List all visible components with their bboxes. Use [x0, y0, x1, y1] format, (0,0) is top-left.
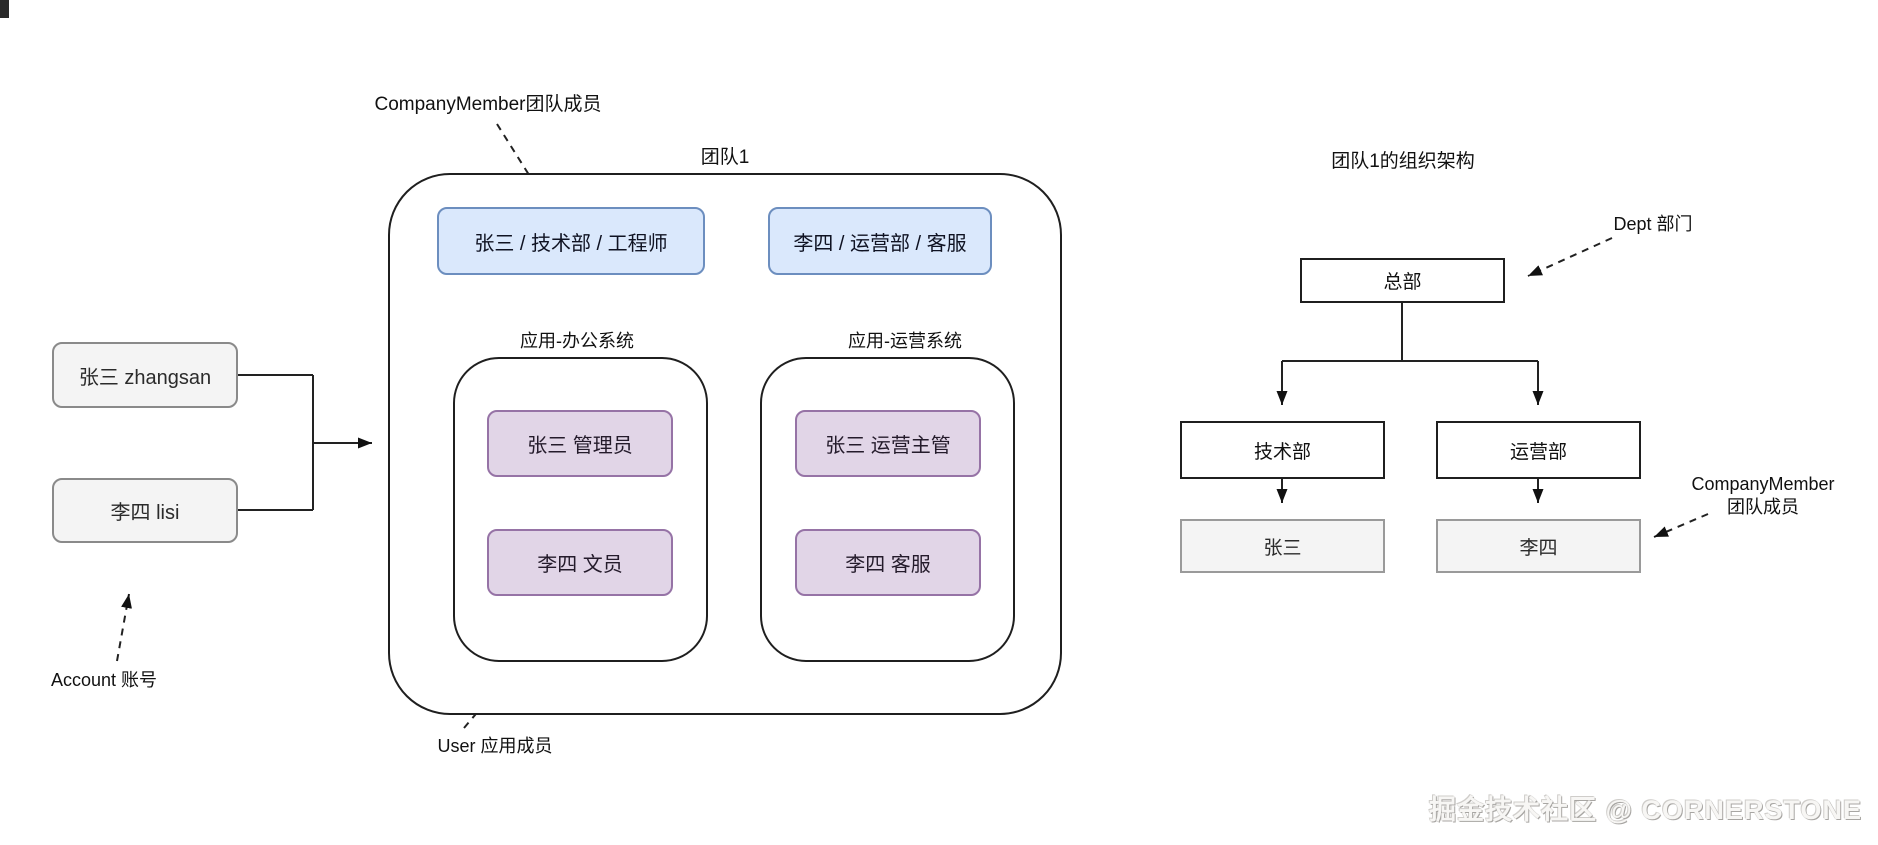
corner-artifact: [0, 0, 9, 18]
org-chart-title: 团队1的组织架构: [1331, 151, 1475, 172]
dept-pointer-arrow: [1527, 237, 1613, 277]
app-ops-container: [760, 357, 1015, 662]
user-pointer-label: User 应用成员: [437, 736, 553, 756]
watermark: 掘金技术社区 @ CORNERSTONE: [1429, 795, 1862, 825]
account-box-zhangsan: 张三 zhangsan: [52, 342, 238, 408]
app-office-user-zhangsan: 张三 管理员: [487, 410, 673, 477]
app-ops-user-zhangsan: 张三 运营主管: [795, 410, 981, 477]
org-box-member-zhangsan: 张三: [1180, 519, 1385, 573]
account-pointer-label: Account 账号: [50, 670, 158, 690]
app-ops-user-lisi: 李四 客服: [795, 529, 981, 596]
dept-pointer-label: Dept 部门: [1613, 214, 1693, 234]
company-member-pointer-label: CompanyMember团队成员: [374, 94, 602, 115]
team-member-chip-zhangsan: 张三 / 技术部 / 工程师: [437, 207, 705, 275]
app-ops-title: 应用-运营系统: [848, 331, 962, 351]
account-elbow-connector: [238, 374, 372, 511]
app-office-user-lisi: 李四 文员: [487, 529, 673, 596]
account-pointer-arrow: [116, 593, 132, 662]
team-member-chip-lisi: 李四 / 运营部 / 客服: [768, 207, 992, 275]
org-box-member-lisi: 李四: [1436, 519, 1641, 573]
org-box-ops-dept: 运营部: [1436, 421, 1641, 479]
app-office-title: 应用-办公系统: [520, 331, 634, 351]
app-office-container: [453, 357, 708, 662]
account-box-lisi: 李四 lisi: [52, 478, 238, 543]
company-member-right-label-line1: CompanyMember: [1691, 474, 1835, 494]
team-title: 团队1: [700, 147, 750, 168]
company-member-right-label-line2: 团队成员: [1727, 497, 1799, 517]
org-box-tech-dept: 技术部: [1180, 421, 1385, 479]
org-box-headquarters: 总部: [1300, 258, 1505, 303]
